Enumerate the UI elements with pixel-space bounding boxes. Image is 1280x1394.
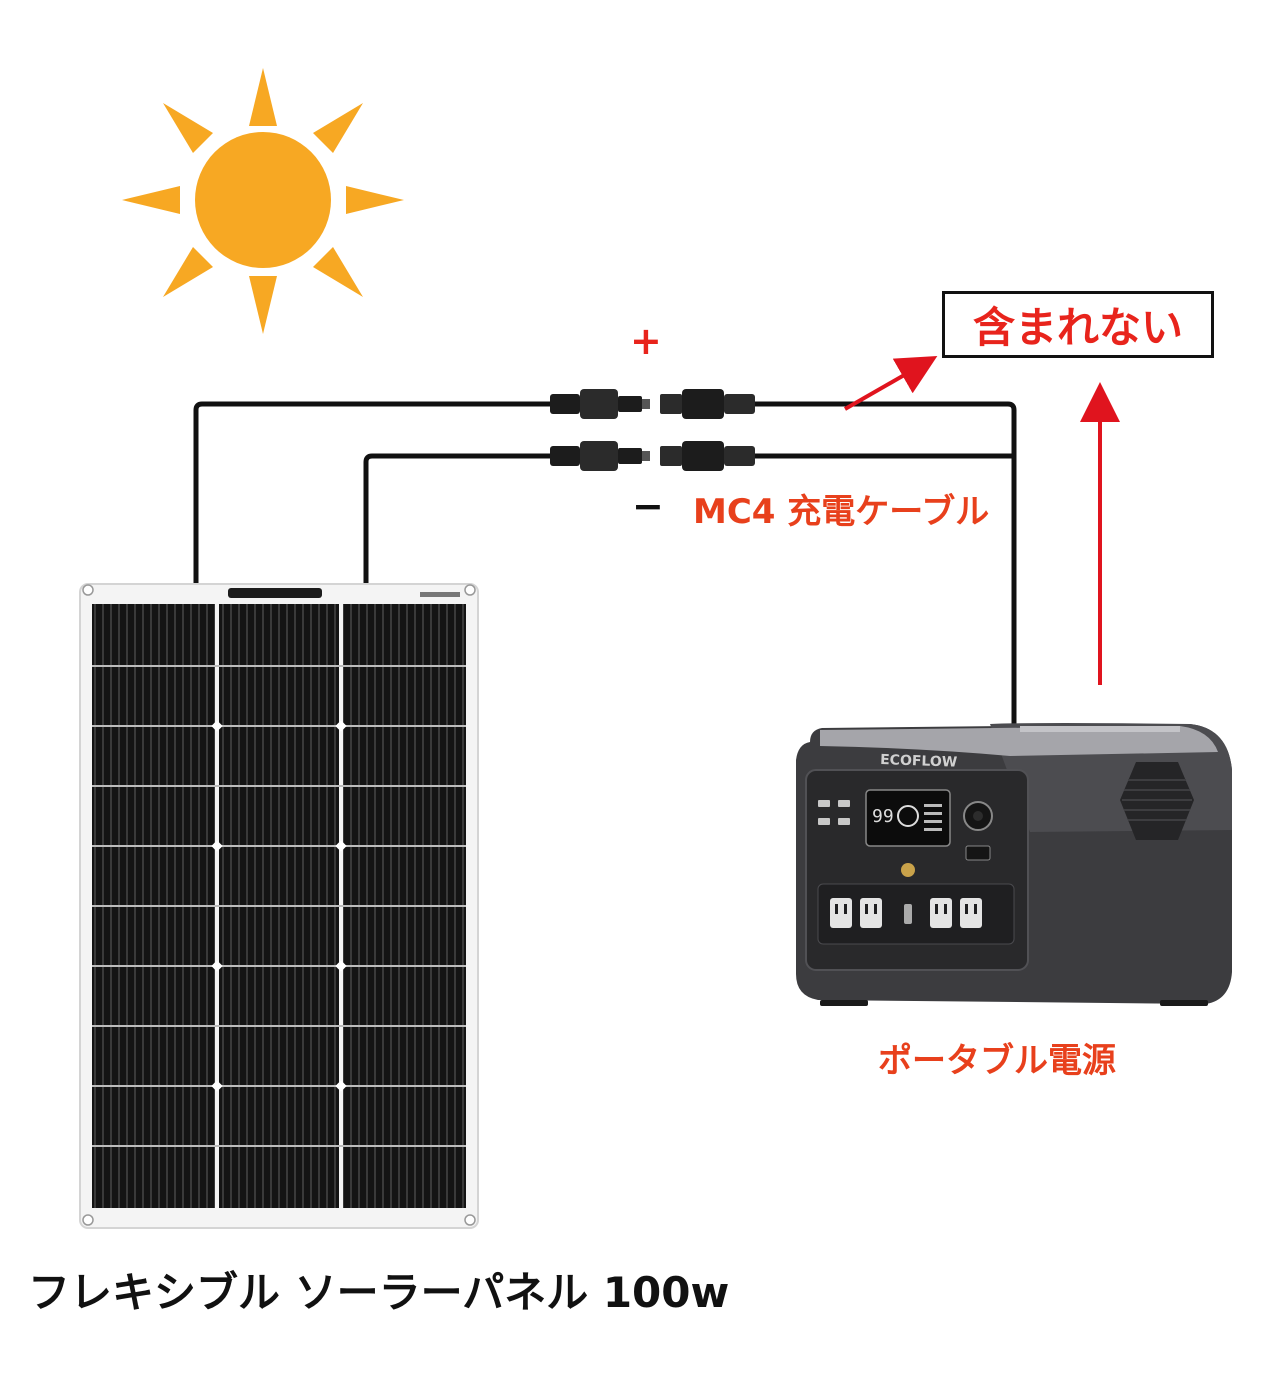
device-brand: ECOFLOW xyxy=(880,752,958,771)
arrows xyxy=(844,356,1120,685)
portable-power-station: ECOFLOW 99 xyxy=(796,723,1232,1006)
not-included-box: 含まれない xyxy=(942,291,1214,358)
negative-terminal-label: − xyxy=(632,484,664,528)
positive-terminal-label: + xyxy=(630,319,662,363)
mc4-connector-minus-female xyxy=(660,441,755,471)
power-station-label: ポータブル電源 xyxy=(878,1041,1116,1081)
solar-panel xyxy=(79,583,479,1229)
display-readout: 99 xyxy=(872,806,894,827)
mc4-connector-minus-male xyxy=(550,441,650,471)
power-button xyxy=(901,863,915,877)
junction-box xyxy=(228,588,322,598)
mc4-connector-plus-female xyxy=(660,389,755,419)
mc4-connector-plus-male xyxy=(550,389,650,419)
not-included-label: 含まれない xyxy=(972,303,1183,352)
panel-caption: フレキシブル ソーラーパネル 100w xyxy=(28,1268,730,1317)
cable-label: MC4 充電ケーブル xyxy=(693,492,990,532)
arrow-to-label-from-cable xyxy=(844,356,938,411)
sun-icon xyxy=(122,68,404,334)
